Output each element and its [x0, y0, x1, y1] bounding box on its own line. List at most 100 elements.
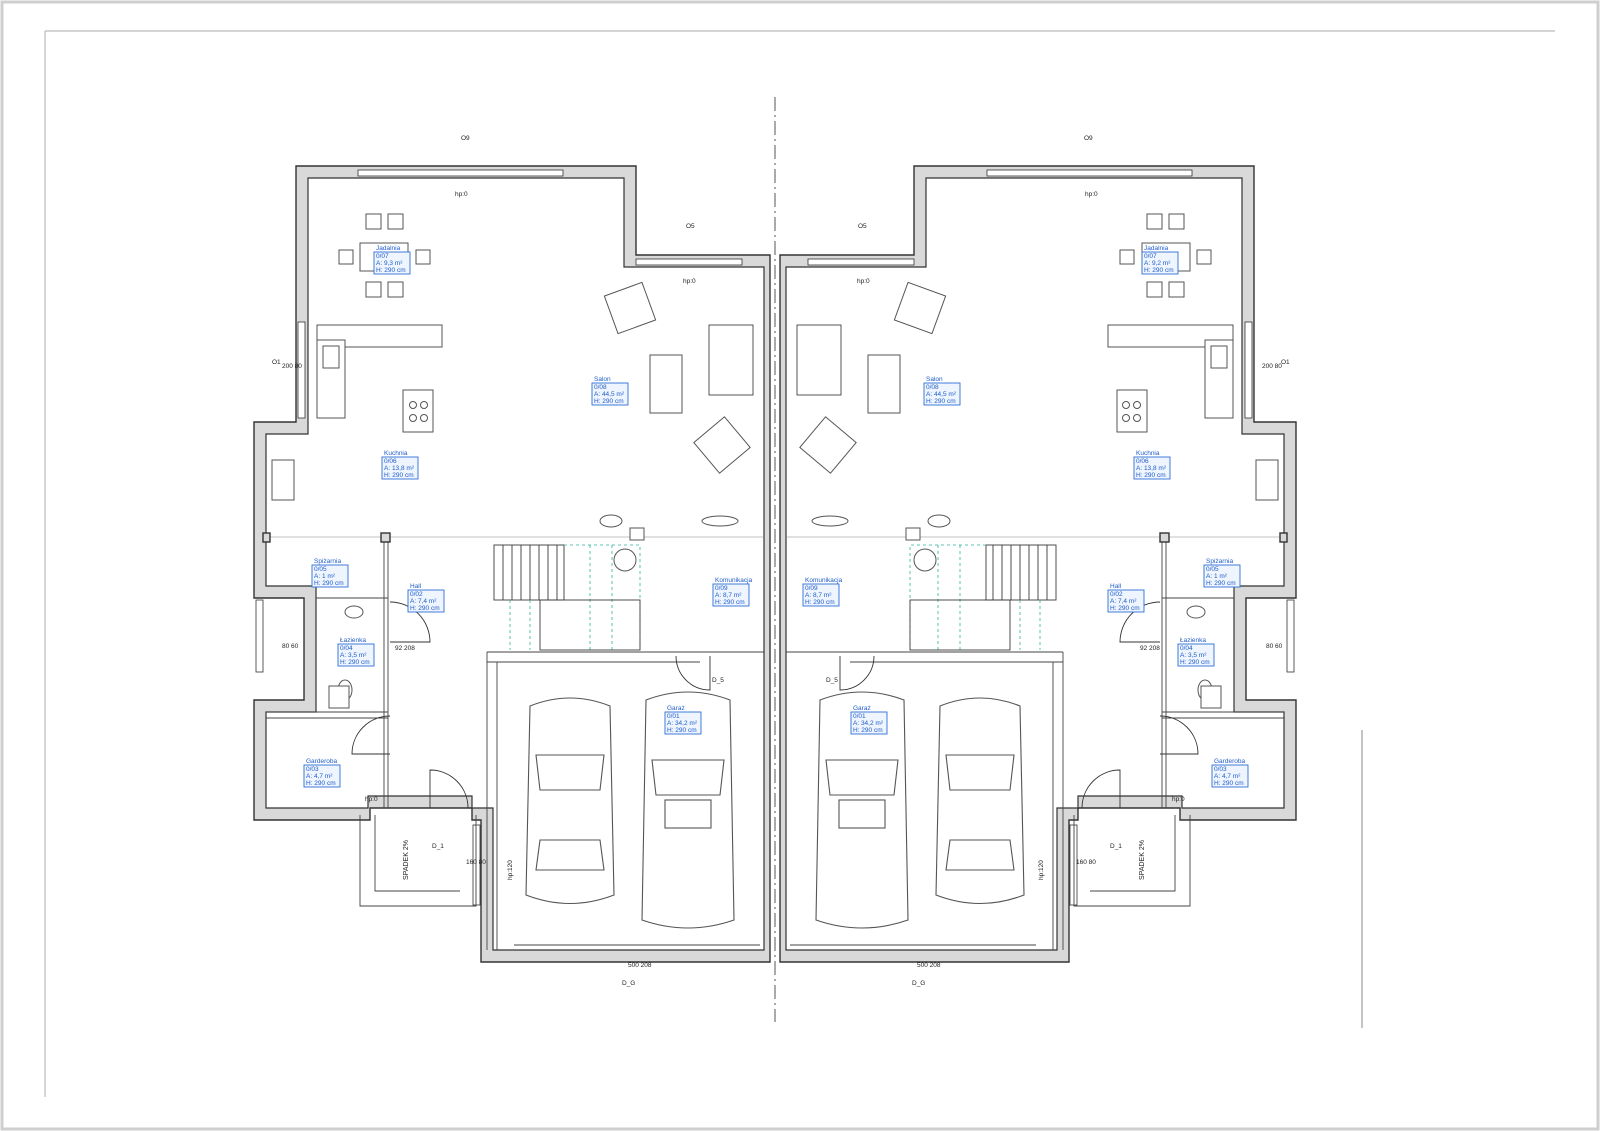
room-name: Salon: [926, 376, 943, 383]
room-height: H: 290 cm: [410, 605, 440, 612]
room-label-box: [1203, 564, 1241, 588]
room-height: H: 290 cm: [314, 580, 344, 587]
hob-l3: [409, 414, 417, 422]
window-mid-l: [635, 258, 743, 266]
car-l1: [525, 697, 615, 905]
room-code: 0/09: [805, 585, 818, 592]
room-area: A: 3,5 m²: [1180, 652, 1207, 659]
mark-d1-right: D_1: [1110, 843, 1122, 850]
room-name: Garderoba: [306, 758, 337, 765]
room-height: H: 290 cm: [376, 267, 406, 274]
room-area: A: 7,4 m²: [410, 598, 437, 605]
kitchen-counter-l: [316, 324, 443, 348]
door-garage-l: [675, 655, 711, 691]
room-height: H: 290 cm: [384, 472, 414, 479]
hp-label-left-mid: hp:0: [683, 278, 696, 285]
room-code: 0/08: [926, 384, 939, 391]
door-bath-l: [389, 601, 431, 643]
radiator-l: [701, 515, 739, 527]
door-wardrobe-l: [351, 715, 391, 755]
car-l2: [641, 691, 735, 929]
door-tag-o5-left: O5: [686, 223, 695, 230]
mark-dg-right: D_G: [912, 980, 925, 987]
room-area: A: 13,8 m²: [1136, 465, 1167, 472]
room-code: 0/08: [594, 384, 607, 391]
room-label-box: [802, 583, 840, 607]
hp-label-right-mid: hp:0: [857, 278, 870, 285]
room-label-box: [1107, 589, 1145, 613]
column-l2: [262, 532, 271, 543]
room-code: 0/09: [715, 585, 728, 592]
room-code: 0/04: [340, 645, 353, 652]
room-name: Spiżarnia: [314, 558, 341, 565]
dim-left-door: 92 208: [395, 645, 415, 652]
room-code: 0/04: [1180, 645, 1193, 652]
room-label-box: [337, 643, 375, 667]
room-name: Kuchnia: [384, 450, 408, 457]
room-code: 0/03: [1214, 766, 1227, 773]
room-label-box: [1177, 643, 1215, 667]
vent-l: [599, 514, 623, 528]
room-height: H: 290 cm: [853, 727, 883, 734]
slope-label-right: SPADEK 2%: [1139, 840, 1146, 880]
sofa-l: [708, 324, 754, 396]
room-height: H: 290 cm: [667, 727, 697, 734]
hob-l4: [420, 414, 428, 422]
room-height: H: 290 cm: [1144, 267, 1174, 274]
washbasin-l: [344, 605, 364, 619]
mark-d5-left: D_5: [712, 677, 724, 684]
room-area: A: 1 m²: [1206, 573, 1228, 580]
room-area: A: 7,4 m²: [1110, 598, 1137, 605]
interior-left: [265, 177, 765, 951]
room-name: Garaż: [667, 705, 685, 712]
room-code: 0/03: [306, 766, 319, 773]
shower-l: [328, 685, 350, 709]
dim-left-side: 200 80: [282, 363, 302, 370]
room-code: 0/01: [853, 713, 866, 720]
room-area: A: 44,5 m²: [926, 391, 957, 398]
coffee-table-l: [649, 354, 683, 414]
room-label-box: [1141, 251, 1179, 275]
room-label-box: [381, 456, 419, 480]
room-area: A: 9,3 m²: [376, 260, 403, 267]
kitchen-island-l: [402, 389, 434, 433]
room-label-box: [1211, 764, 1249, 788]
room-area: A: 8,7 m²: [805, 592, 832, 599]
room-label-box: [1133, 456, 1171, 480]
room-label-box: [311, 564, 349, 588]
room-code: 0/07: [1144, 253, 1157, 260]
tank-l: [613, 548, 637, 572]
dim-left-porch: 160 80: [466, 859, 486, 866]
dim-right-garage: 500 208: [917, 962, 941, 969]
hp-label-right-porch: hp:0: [1172, 796, 1185, 803]
porch-inner-l: [374, 815, 460, 892]
room-area: A: 4,7 m²: [306, 773, 333, 780]
room-code: 0/05: [1206, 566, 1219, 573]
room-height: H: 290 cm: [1180, 659, 1210, 666]
hob-l2: [420, 401, 428, 409]
room-area: A: 34,2 m²: [853, 720, 884, 727]
room-code: 0/02: [1110, 591, 1123, 598]
interior-right: [785, 177, 1285, 951]
chair-l1: [365, 213, 382, 230]
window-garage-l: [472, 824, 481, 906]
hp120-left: hp:120: [507, 860, 514, 880]
room-name: Jadalnia: [376, 245, 401, 252]
room-name: Komunikacja: [805, 577, 843, 584]
room-area: A: 13,8 m²: [384, 465, 415, 472]
room-name: Garderoba: [1214, 758, 1245, 765]
hp-label-right-top: hp:0: [1085, 191, 1098, 198]
chair-l5: [338, 249, 354, 265]
room-area: A: 44,5 m²: [594, 391, 625, 398]
window-top-l: [357, 169, 564, 177]
hp-label-left-porch: hp:0: [365, 796, 378, 803]
porch-l: [359, 815, 477, 907]
